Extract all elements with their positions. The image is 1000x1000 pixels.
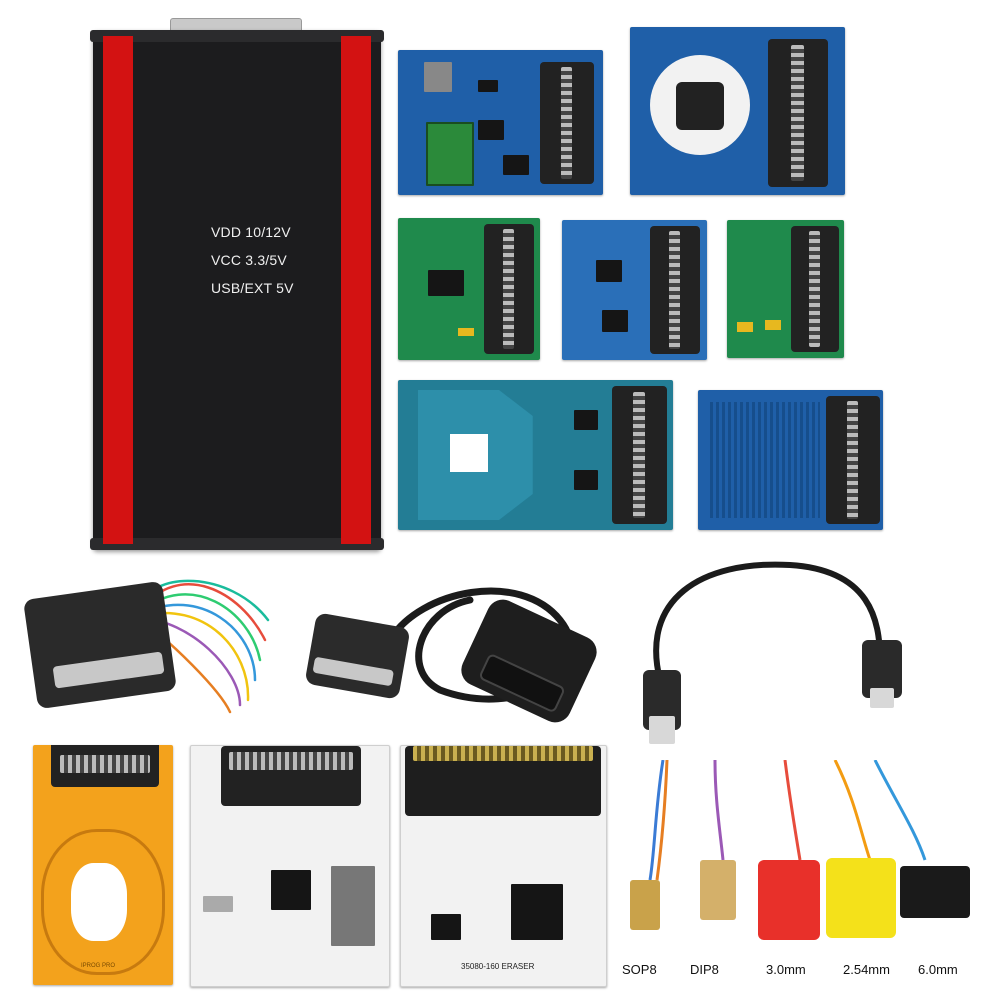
programmer-box: VDD 10/12V VCC 3.3/5V USB/EXT 5V [90, 30, 384, 550]
db25-connector [826, 396, 880, 524]
caption-3mm: 3.0mm [766, 962, 806, 977]
box-top-cap [90, 30, 384, 42]
zif-socket [426, 122, 474, 186]
dip8-clip [700, 860, 736, 920]
regulator [424, 62, 452, 92]
coil-window [71, 863, 127, 941]
board-eraser: 35080-160 ERASER [400, 745, 607, 987]
eraser-label: 35080-160 ERASER [461, 962, 535, 971]
db25-connector [612, 386, 667, 524]
label-vdd: VDD 10/12V [211, 224, 291, 240]
rfid-window [450, 434, 488, 472]
dip8-socket [431, 914, 461, 940]
caption-254mm: 2.54mm [843, 962, 890, 977]
sop8-clip [630, 880, 660, 930]
adapter-6mm [900, 866, 970, 918]
board-grid-adapter [698, 390, 883, 530]
board-rfid-antenna [398, 380, 673, 530]
db25-connector [768, 39, 828, 187]
board-green-3 [727, 220, 844, 358]
db25-connector [791, 226, 839, 352]
label-usb: USB/EXT 5V [211, 280, 294, 296]
board-white-mcu [190, 745, 390, 987]
board-zif-adapter [398, 50, 603, 195]
usb-a-plug [643, 670, 681, 744]
box-left-stripe [103, 36, 133, 544]
db25-connector [484, 224, 534, 354]
box-right-stripe [341, 36, 371, 544]
adapter-254mm [826, 858, 896, 938]
db25-connector [540, 62, 594, 184]
db25-jumper-harness [23, 580, 177, 710]
caption-sop8: SOP8 [622, 962, 657, 977]
db25-connector [650, 226, 700, 354]
sop8-socket [511, 884, 563, 940]
usb-b-plug [862, 640, 902, 708]
caption-6mm: 6.0mm [918, 962, 958, 977]
board-green-1 [398, 218, 540, 360]
db25-connector [405, 746, 601, 816]
adapter-leads [648, 760, 927, 881]
adapter-3mm [758, 860, 820, 940]
db25-connector [51, 745, 159, 787]
caption-dip8: DIP8 [690, 962, 719, 977]
orange-board-label: IPROG PRO [81, 963, 116, 969]
db25-connector [221, 746, 361, 806]
board-key-reader [630, 27, 845, 195]
board-blue-2 [562, 220, 707, 360]
label-vcc: VCC 3.3/5V [211, 252, 287, 268]
box-bottom-cap [90, 538, 384, 550]
board-orange-rfid: IPROG PRO [33, 745, 173, 985]
sd-slot [331, 866, 375, 946]
usb-cable [653, 561, 883, 683]
mcu-chip [271, 870, 311, 910]
